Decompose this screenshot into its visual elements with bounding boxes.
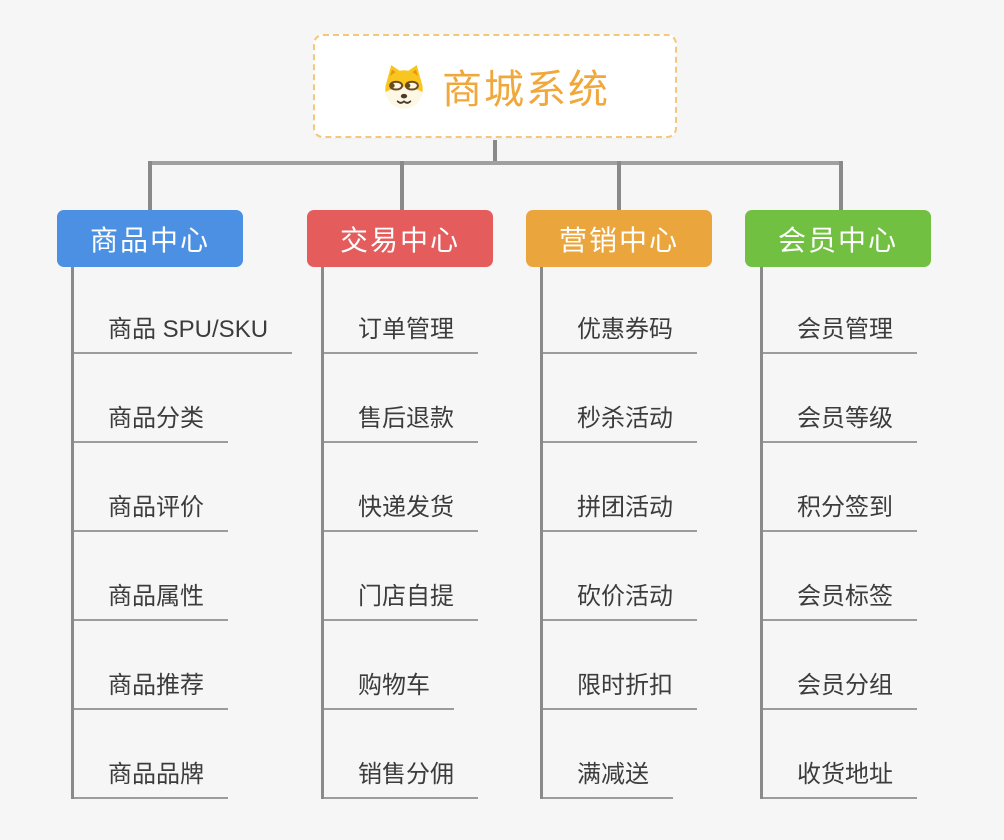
leaf-item[interactable]: 秒杀活动: [543, 354, 697, 443]
leaf-item[interactable]: 订单管理: [324, 267, 478, 354]
leaf-item[interactable]: 优惠券码: [543, 267, 697, 354]
shiba-dog-icon: [385, 65, 423, 109]
leaf-item[interactable]: 会员标签: [763, 532, 917, 621]
leaf-item[interactable]: 购物车: [324, 621, 454, 710]
connector-horizontal-rail: [148, 161, 843, 165]
leaf-item[interactable]: 商品评价: [74, 443, 228, 532]
root-node-label: 商城系统: [442, 68, 610, 112]
leaf-item[interactable]: 商品品牌: [74, 710, 228, 799]
root-node-mall-system[interactable]: 商城系统: [313, 34, 677, 138]
leaf-column-marketing: 优惠券码 秒杀活动 拼团活动 砍价活动 限时折扣 满减送: [540, 267, 697, 799]
leaf-item[interactable]: 快递发货: [324, 443, 478, 532]
branch-node-marketing-center[interactable]: 营销中心: [526, 210, 712, 267]
leaf-item[interactable]: 限时折扣: [543, 621, 697, 710]
leaf-item[interactable]: 会员等级: [763, 354, 917, 443]
leaf-item[interactable]: 积分签到: [763, 443, 917, 532]
leaf-item[interactable]: 会员分组: [763, 621, 917, 710]
branch-node-product-center[interactable]: 商品中心: [57, 210, 243, 267]
branch-node-trade-center[interactable]: 交易中心: [307, 210, 493, 267]
leaf-item[interactable]: 会员管理: [763, 267, 917, 354]
connector-stub-product: [148, 161, 152, 210]
leaf-item[interactable]: 满减送: [543, 710, 673, 799]
leaf-item[interactable]: 销售分佣: [324, 710, 478, 799]
leaf-item[interactable]: 拼团活动: [543, 443, 697, 532]
leaf-column-trade: 订单管理 售后退款 快递发货 门店自提 购物车 销售分佣: [321, 267, 478, 799]
leaf-item[interactable]: 收货地址: [763, 710, 917, 799]
leaf-item[interactable]: 商品分类: [74, 354, 228, 443]
leaf-item[interactable]: 售后退款: [324, 354, 478, 443]
leaf-item[interactable]: 商品推荐: [74, 621, 228, 710]
leaf-item[interactable]: 砍价活动: [543, 532, 697, 621]
connector-stub-member: [839, 161, 843, 210]
connector-root-vertical: [493, 140, 497, 163]
leaf-item[interactable]: 商品属性: [74, 532, 228, 621]
connector-stub-marketing: [617, 161, 621, 210]
leaf-item[interactable]: 门店自提: [324, 532, 478, 621]
leaf-column-product: 商品 SPU/SKU 商品分类 商品评价 商品属性 商品推荐 商品品牌: [71, 267, 293, 799]
connector-stub-trade: [400, 161, 404, 210]
branch-node-member-center[interactable]: 会员中心: [745, 210, 931, 267]
leaf-column-member: 会员管理 会员等级 积分签到 会员标签 会员分组 收货地址: [760, 267, 917, 799]
leaf-item[interactable]: 商品 SPU/SKU: [74, 267, 293, 354]
